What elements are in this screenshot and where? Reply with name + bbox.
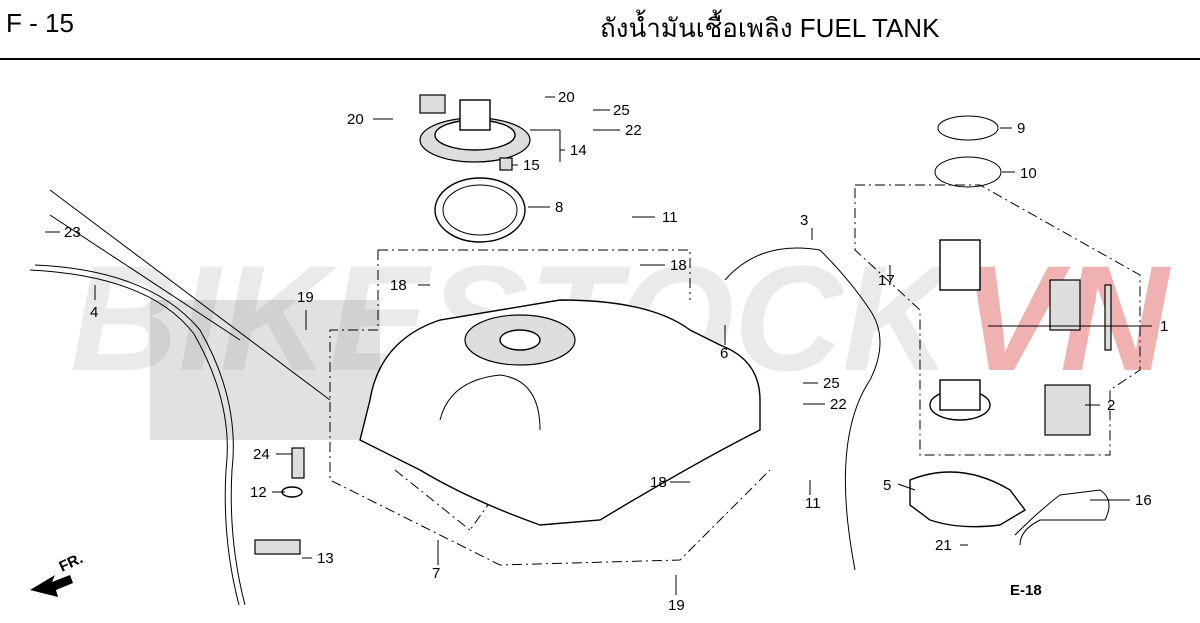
halftone-area (150, 300, 380, 440)
bolt-and-collar (281, 447, 305, 498)
callout-19-left: 19 (297, 289, 314, 306)
callout-17: 17 (878, 272, 895, 289)
callout-9: 9 (1017, 120, 1025, 137)
fuel-feed-hose (1014, 489, 1110, 546)
callout-10: 10 (1020, 165, 1037, 182)
callout-22-lower: 22 (830, 396, 847, 413)
filler-ring-gasket (434, 177, 526, 243)
setting-plate (909, 471, 1027, 528)
front-label: FR. (57, 550, 86, 576)
callout-11-upper: 11 (662, 209, 678, 226)
fuel-filler-cap (419, 94, 531, 171)
page-code: F - 15 (6, 8, 74, 38)
callout-5: 5 (883, 477, 891, 494)
callout-25-upper: 25 (613, 102, 630, 119)
callout-18-lower: 18 (650, 474, 667, 491)
callout-20-right: 20 (558, 89, 575, 106)
callout-24: 24 (253, 446, 270, 463)
callout-14: 14 (570, 142, 587, 159)
callout-21: 21 (935, 537, 952, 554)
callout-22-upper: 22 (625, 122, 642, 139)
callout-1: 1 (1160, 318, 1168, 335)
callout-18-right: 18 (670, 257, 687, 274)
callout-12: 12 (250, 484, 267, 501)
callout-8: 8 (555, 199, 563, 216)
callout-labels: 1 2 3 4 5 6 7 8 9 10 11 11 12 13 14 15 1… (64, 89, 1168, 614)
callout-13: 13 (317, 550, 334, 567)
callout-16: 16 (1135, 492, 1152, 509)
page-title: ถังน้ำมันเชื้อเพลิง FUEL TANK (600, 13, 940, 43)
callout-25-lower: 25 (823, 375, 840, 392)
fuel-pump-unit (929, 239, 1112, 436)
pump-seal-rings (934, 115, 1002, 188)
callout-11-lower: 11 (805, 495, 821, 512)
reference-e18: E-18 (1010, 582, 1042, 599)
callout-3: 3 (800, 212, 808, 229)
page-header: F - 15 ถังน้ำมันเชื้อเพลิง FUEL TANK (0, 0, 1200, 60)
callout-18-left: 18 (390, 277, 407, 294)
callout-4: 4 (90, 304, 98, 321)
callout-2: 2 (1107, 397, 1115, 414)
drain-tube (724, 247, 881, 571)
leader-lines (45, 96, 1152, 595)
callout-20-left: 20 (347, 111, 364, 128)
callout-15: 15 (523, 157, 540, 174)
callout-19-lower: 19 (668, 597, 685, 614)
mount-bracket (254, 539, 301, 555)
fuel-tank (359, 299, 761, 526)
callout-6: 6 (720, 345, 728, 362)
breather-tube (29, 264, 246, 606)
callout-23: 23 (64, 224, 81, 241)
front-direction-arrow: FR. (30, 550, 86, 597)
callout-7: 7 (432, 565, 440, 582)
